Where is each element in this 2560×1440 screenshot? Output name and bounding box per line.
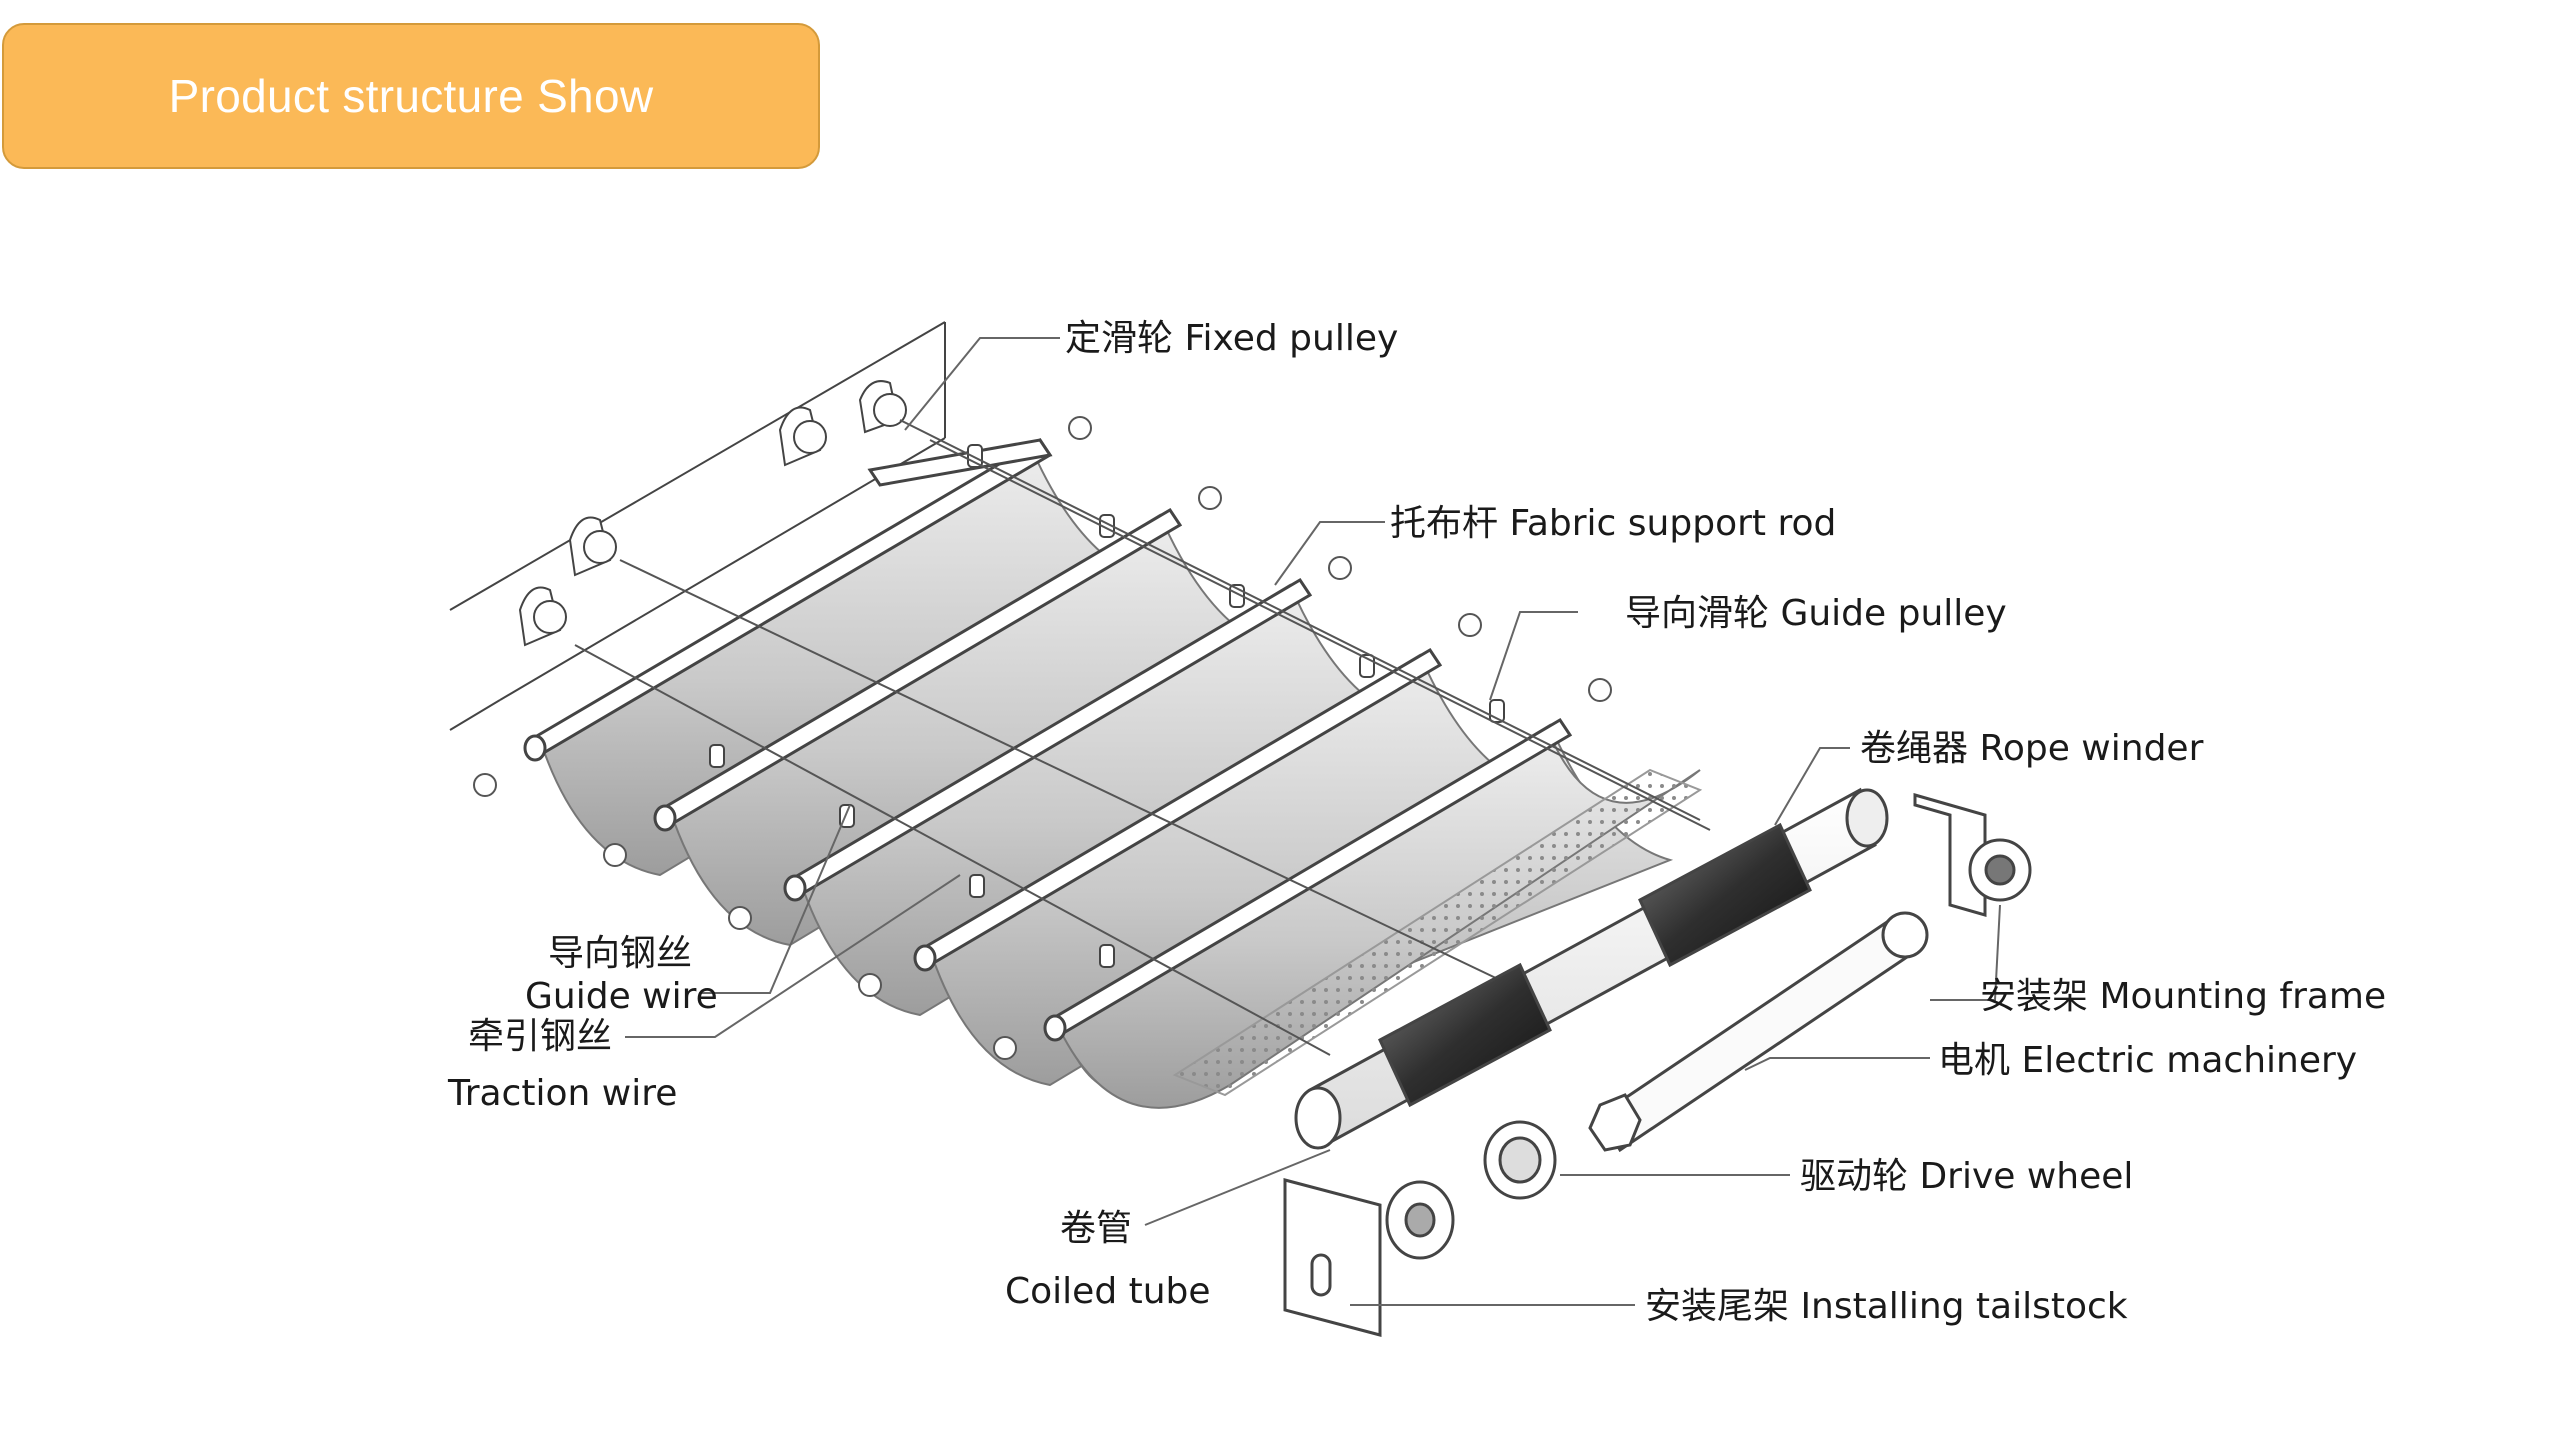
mounting-frame <box>1913 793 2032 917</box>
perforated-fabric-edge <box>1172 768 1703 1097</box>
drive-wheel <box>1483 1120 1557 1200</box>
traction-wire <box>929 439 1711 831</box>
leader-lines <box>625 337 2001 1306</box>
fixed-pulleys <box>518 380 907 647</box>
traction-wire <box>574 644 1331 1056</box>
installing-tailstock <box>1283 1178 1455 1337</box>
page-title: Product structure Show <box>168 70 654 122</box>
label-fabric-support-rod: 托布杆 Fabric support rod <box>1390 503 1836 544</box>
guide-wire <box>899 419 1701 821</box>
label-traction-wire-cn: 牵引钢丝 <box>468 1016 612 1057</box>
label-drive-wheel: 驱动轮 Drive wheel <box>1800 1156 2133 1197</box>
title-badge: Product structure Show <box>2 23 820 169</box>
label-electric-machinery: 电机 Electric machinery <box>1938 1040 2357 1081</box>
label-rope-winder: 卷绳器 Rope winder <box>1860 728 2204 769</box>
fabric-support-rods <box>523 437 1573 1042</box>
rope-winder <box>1638 822 1812 968</box>
electric-motor <box>1588 911 1929 1153</box>
rod-end-caps <box>473 416 1612 1060</box>
coiled-tube-assembly <box>1294 787 1889 1150</box>
label-fixed-pulley: 定滑轮 Fixed pulley <box>1065 318 1398 359</box>
label-guide-wire-cn: 导向钢丝 <box>548 933 692 974</box>
guide-wire <box>619 559 1501 981</box>
label-coiled-tube-en: Coiled tube <box>1005 1271 1211 1312</box>
guide-pulleys <box>709 444 1505 968</box>
rope-winder <box>1378 962 1552 1108</box>
label-installing-tailstock: 安装尾架 Installing tailstock <box>1645 1286 2128 1327</box>
wires <box>574 419 1711 1056</box>
label-guide-wire-en: Guide wire <box>525 976 718 1017</box>
label-mounting-frame: 安装架 Mounting frame <box>1980 976 2386 1017</box>
label-coiled-tube-cn: 卷管 <box>1060 1208 1132 1249</box>
label-traction-wire-en: Traction wire <box>447 1073 677 1114</box>
label-guide-pulley: 导向滑轮 Guide pulley <box>1625 593 2007 634</box>
top-rod <box>867 438 1053 487</box>
